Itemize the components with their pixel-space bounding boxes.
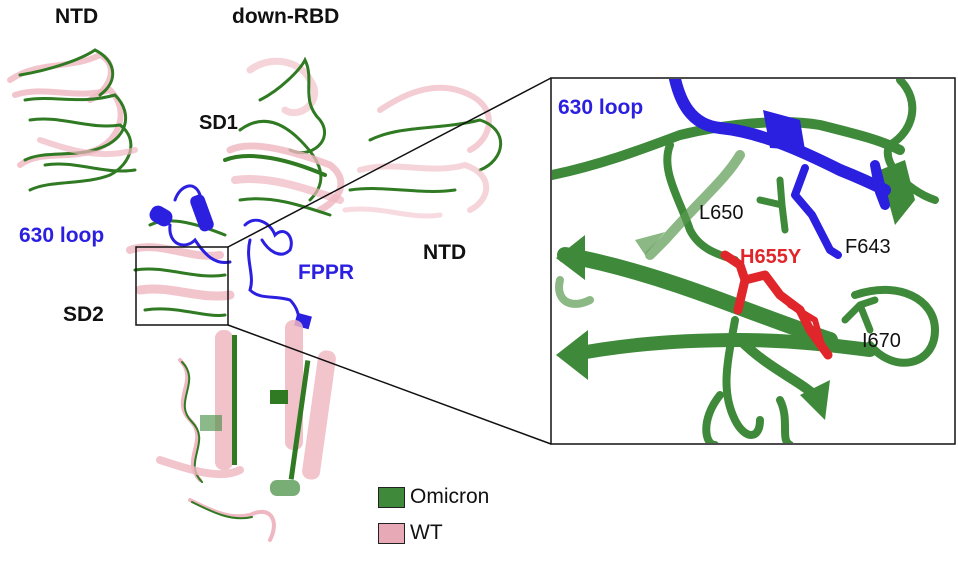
- inset-label-i670: I670: [862, 330, 901, 352]
- stalk-structure: [156, 320, 336, 542]
- ntd-right-structure: [342, 84, 503, 219]
- label-ntd-left: NTD: [55, 5, 99, 28]
- inset-label-630-loop: 630 loop: [558, 96, 644, 119]
- label-down-rbd: down-RBD: [232, 5, 340, 28]
- inset-label-l650: L650: [699, 202, 744, 224]
- inset-label-h655y: H655Y: [740, 246, 802, 268]
- legend-swatch-wt: [378, 522, 405, 544]
- legend-swatch-omicron: [378, 486, 405, 508]
- label-630-loop: 630 loop: [19, 224, 105, 247]
- legend-item-wt: WT: [378, 518, 489, 548]
- legend: Omicron WT: [378, 482, 489, 548]
- label-fppr: FPPR: [298, 261, 355, 284]
- label-sd2: SD2: [63, 303, 104, 326]
- zoom-region-box: [135, 246, 229, 326]
- inset-panel: [550, 77, 956, 445]
- legend-label-wt: WT: [410, 521, 443, 544]
- label-ntd-right: NTD: [423, 241, 467, 264]
- legend-label-omicron: Omicron: [410, 485, 490, 508]
- inset-label-f643: F643: [845, 236, 891, 258]
- loop-630-structure: [149, 184, 232, 265]
- sd2-structure: [126, 219, 235, 317]
- ntd-left-structure: [7, 48, 138, 192]
- legend-item-omicron: Omicron: [378, 482, 489, 512]
- rbd-sd1-structure: [223, 56, 345, 217]
- label-sd1: SD1: [199, 112, 238, 134]
